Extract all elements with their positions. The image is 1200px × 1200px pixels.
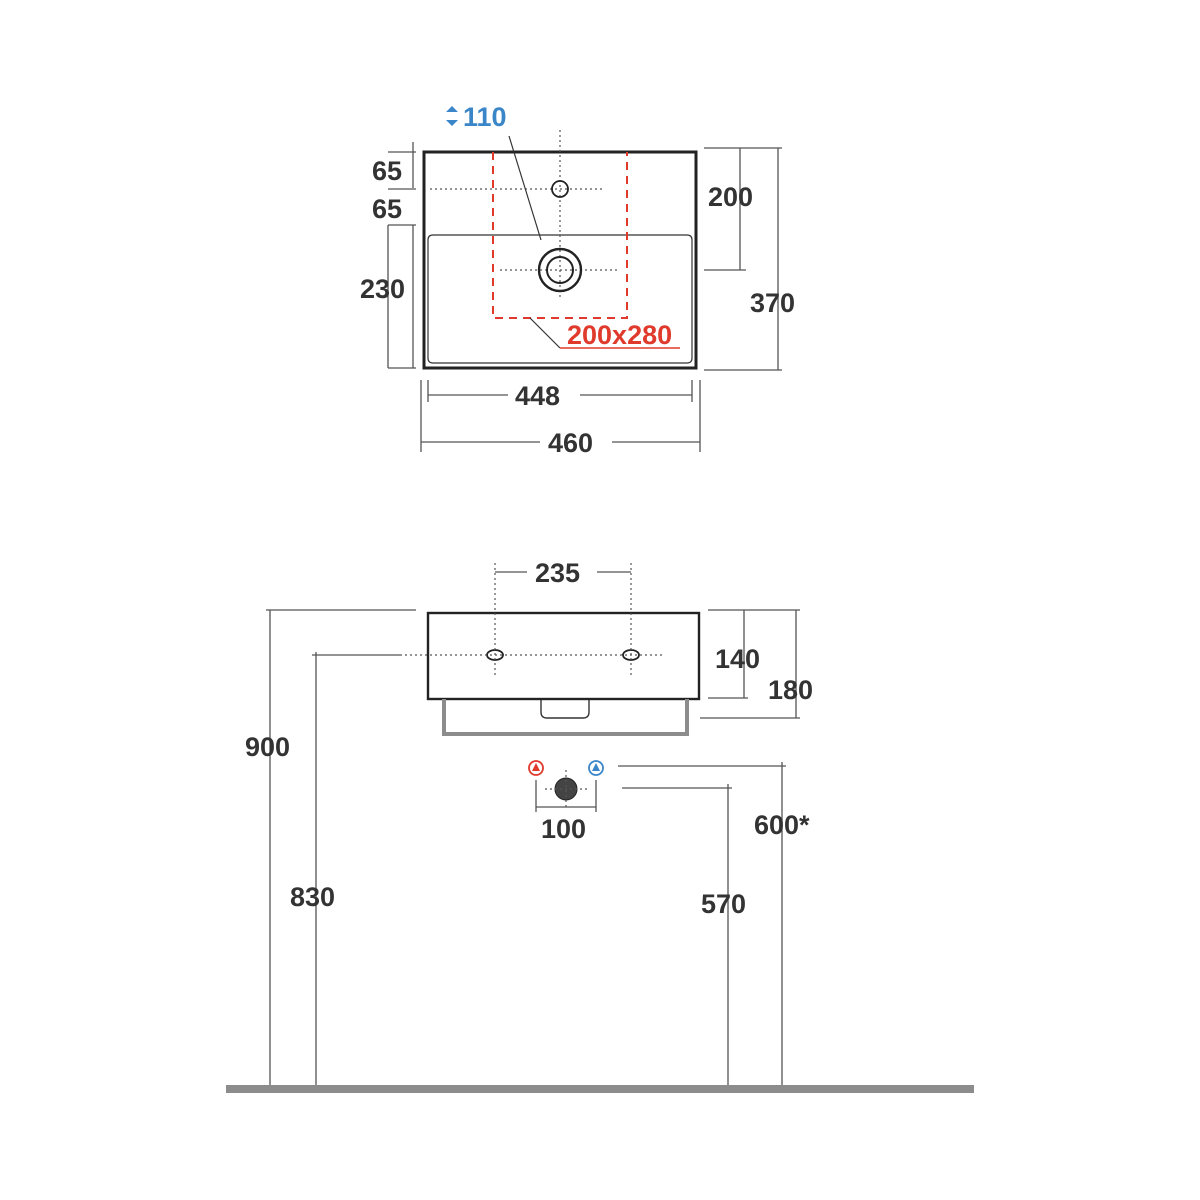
tap-hole-leader bbox=[508, 135, 542, 241]
supply-height-label: 600* bbox=[754, 810, 810, 840]
bowl-depth-label: 230 bbox=[360, 274, 405, 304]
wall-bracket bbox=[442, 699, 689, 736]
cutout-leader bbox=[529, 317, 561, 349]
top-offset-1-label: 65 bbox=[372, 156, 402, 186]
cabinet-cutout-rect bbox=[492, 152, 628, 319]
rim-height-floor-label: 900 bbox=[245, 732, 290, 762]
bowl-outline-top bbox=[427, 234, 693, 364]
front-view: 235 140 180 900 830 100 600* 570 bbox=[226, 558, 974, 1093]
tap-hole bbox=[551, 180, 569, 198]
floor-line bbox=[226, 1085, 974, 1093]
overall-width-label: 460 bbox=[548, 428, 593, 458]
drain-outer bbox=[537, 247, 583, 293]
drain-inner bbox=[546, 256, 574, 284]
basin-outline-front bbox=[426, 611, 701, 701]
hot-supply-icon bbox=[528, 760, 544, 776]
overall-depth-label: 370 bbox=[750, 288, 795, 318]
cabinet-cutout-label: 200x280 bbox=[567, 320, 672, 350]
drain-bump bbox=[540, 700, 590, 719]
basin-height-label: 140 bbox=[715, 644, 760, 674]
supply-spacing-label: 100 bbox=[541, 814, 586, 844]
tap-hole-height-label: 110 bbox=[463, 102, 507, 132]
cold-supply-icon bbox=[588, 760, 604, 776]
tap-height-arrow-icon bbox=[446, 106, 458, 126]
drain-offset-label: 200 bbox=[708, 182, 753, 212]
top-view: 110 65 65 230 200 370 200x280 448 460 bbox=[360, 102, 795, 458]
drain-height-label: 570 bbox=[701, 889, 746, 919]
hot-arrow-icon bbox=[532, 763, 540, 771]
top-offset-2-label: 65 bbox=[372, 194, 402, 224]
cold-arrow-icon bbox=[592, 763, 600, 771]
tap-spacing-label: 235 bbox=[535, 558, 580, 588]
total-height-label: 180 bbox=[768, 675, 813, 705]
tap-hole-height-floor-label: 830 bbox=[290, 882, 335, 912]
inner-width-label: 448 bbox=[515, 381, 560, 411]
